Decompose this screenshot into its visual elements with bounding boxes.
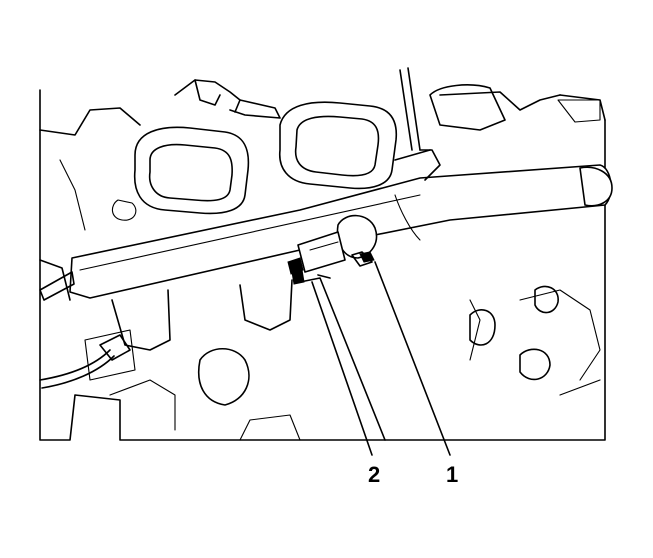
callout-2: 2 (368, 462, 380, 487)
leader-line-2 (311, 281, 373, 456)
vacuum-hose (174, 67, 421, 151)
injectors (111, 279, 559, 406)
sensor-assembly (287, 214, 386, 441)
wiring-harness (39, 334, 131, 389)
callout-1: 1 (446, 462, 458, 487)
leader-lines (311, 261, 451, 456)
leader-line-1 (374, 261, 451, 456)
engine-block (39, 89, 606, 441)
intake-ports (111, 84, 601, 221)
